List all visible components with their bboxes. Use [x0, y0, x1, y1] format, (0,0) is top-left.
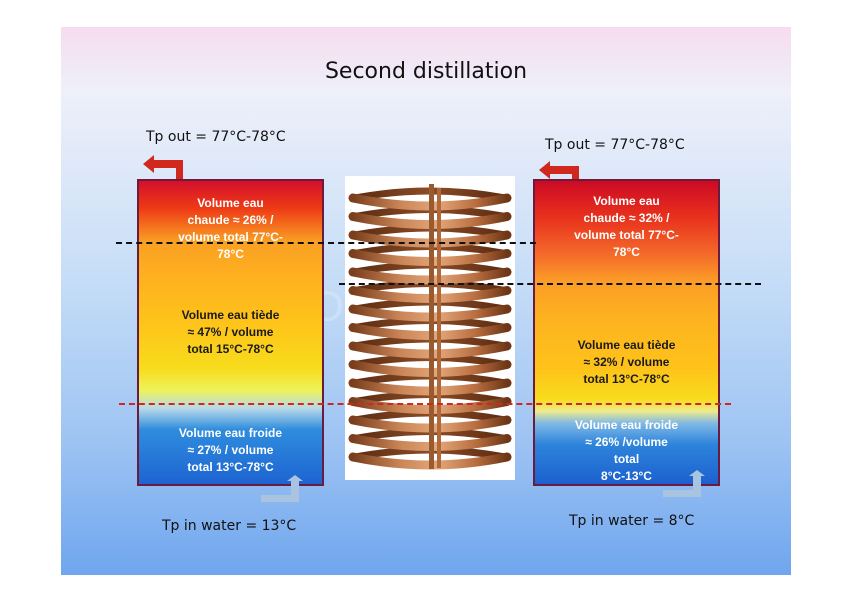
copper-coil-image [345, 176, 515, 480]
left-tp-out-label: Tp out = 77°C-78°C [146, 129, 286, 145]
right-black-dashed-line [339, 283, 761, 285]
page-title: Second distillation [324, 59, 528, 84]
right-outlet-arrow-icon [539, 161, 579, 187]
left-black-dashed-line [116, 242, 536, 244]
slide: Second distillation HomeDistiller.ru Tp … [61, 27, 791, 575]
right-tp-out-label: Tp out = 77°C-78°C [545, 137, 685, 153]
right-warm-zone-text: Volume eau tiède ≈ 32% / volume total 13… [577, 338, 676, 386]
left-warm-zone-text: Volume eau tiède ≈ 47% / volume total 15… [181, 308, 280, 356]
left-hot-zone-text: Volume eau chaude ≈ 26% / volume total 7… [178, 196, 283, 261]
left-cold-zone-text: Volume eau froide ≈ 27% / volume total 1… [178, 426, 283, 474]
left-inlet-arrow-icon [261, 475, 303, 502]
right-cold-zone-text: Volume eau froide ≈ 26% /volume total 8°… [574, 418, 679, 483]
left-outlet-arrow-icon [143, 155, 183, 181]
red-dashed-line [119, 403, 731, 405]
left-tank: Volume eau chaude ≈ 26% / volume total 7… [137, 179, 324, 486]
left-tp-in-label: Tp in water = 13°C [162, 518, 297, 534]
right-hot-zone-text: Volume eau chaude ≈ 32% / volume total 7… [574, 194, 679, 259]
right-tp-in-label: Tp in water = 8°C [569, 513, 695, 529]
right-inlet-arrow-icon [663, 470, 705, 497]
right-tank: Volume eau chaude ≈ 32% / volume total 7… [533, 179, 720, 486]
